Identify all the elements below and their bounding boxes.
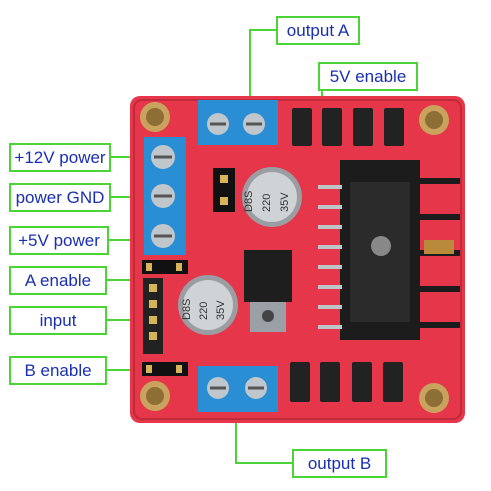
diodes-bottom [290, 362, 403, 402]
output-a-label: output A [276, 16, 360, 45]
mounting-holes [140, 102, 449, 413]
diodes-top [292, 108, 404, 146]
a-enable-label: A enable [9, 266, 107, 295]
capacitor-top [242, 167, 302, 227]
cap-bottom-mark-2: 220 [198, 302, 210, 320]
output-b-label: output B [292, 449, 387, 478]
plus-12v-power-label: +12V power [9, 143, 111, 172]
capacitor-bottom [178, 275, 238, 335]
cap-top-mark-3: 35V [279, 192, 291, 212]
heatsink [340, 160, 460, 340]
cap-bottom-mark-3: 35V [215, 300, 227, 320]
cap-top-mark-2: 220 [261, 194, 273, 212]
power-gnd-label: power GND [9, 183, 111, 212]
output-a-terminal [198, 100, 278, 145]
output-b-terminal [198, 366, 278, 412]
five-v-enable-jumper [213, 168, 235, 212]
five-v-enable-label: 5V enable [318, 62, 418, 91]
ic-pins [318, 185, 342, 329]
b-enable-jumper [142, 362, 188, 376]
cap-bottom-mark-1: D8S [181, 299, 193, 320]
input-pin-header [143, 278, 163, 354]
voltage-regulator [244, 250, 292, 332]
b-enable-label: B enable [9, 356, 107, 385]
cap-top-mark-1: D8S [243, 191, 255, 212]
power-terminal [144, 137, 186, 255]
plus-5v-power-label: +5V power [9, 226, 109, 255]
input-label: input [9, 306, 107, 335]
a-enable-jumper [142, 260, 188, 274]
